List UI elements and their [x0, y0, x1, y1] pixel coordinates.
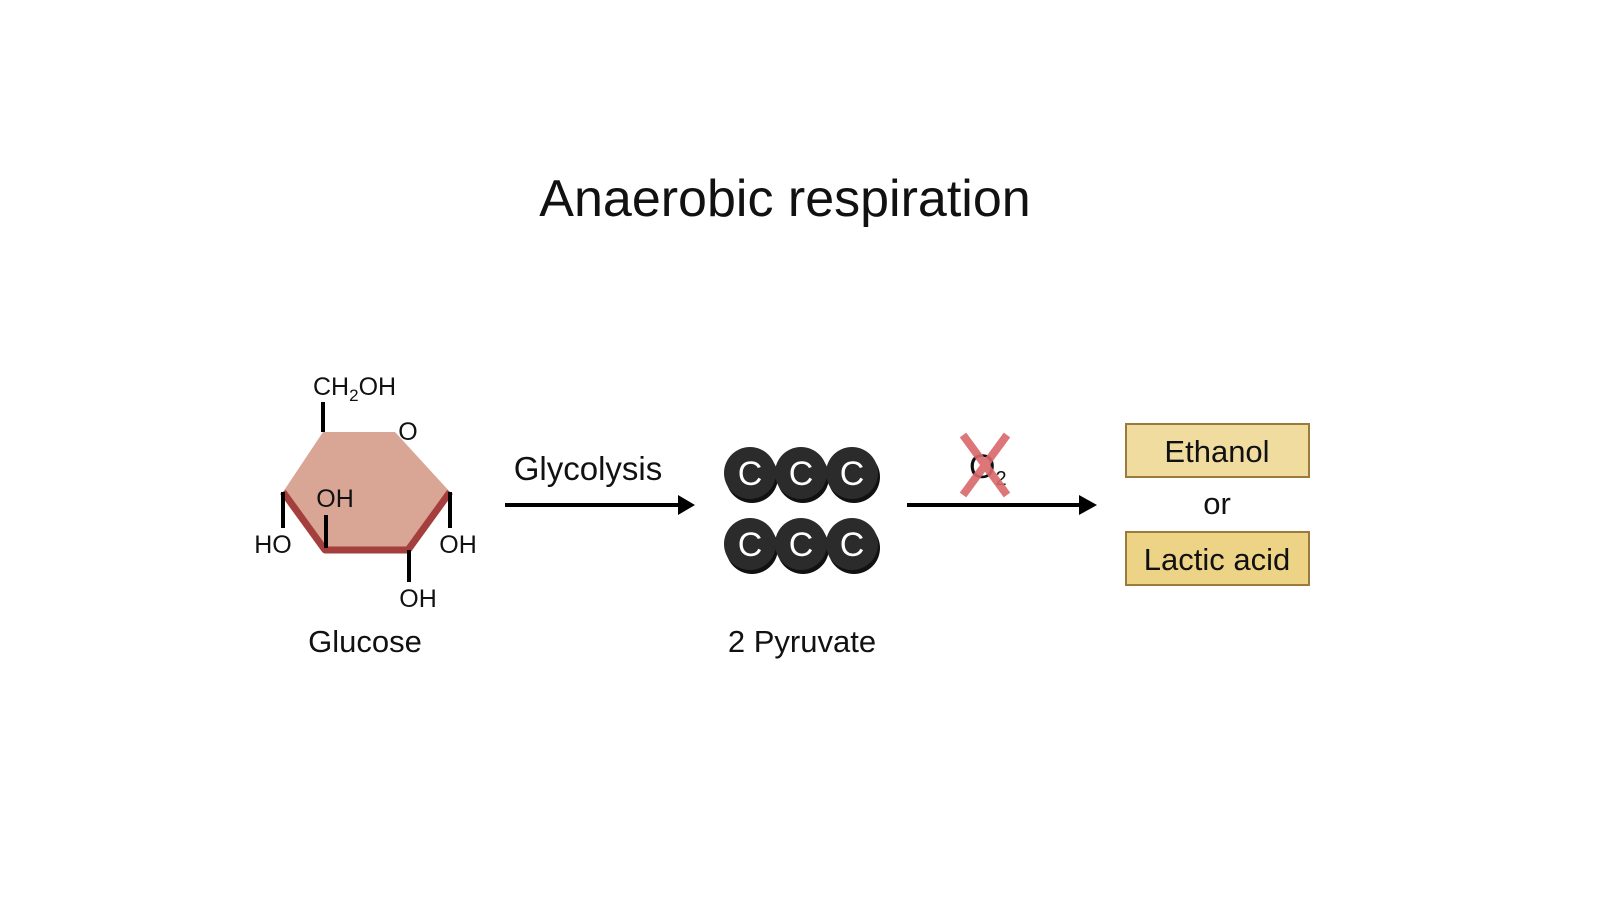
ring-oxygen-label: O — [398, 418, 417, 446]
carbon-atom: C — [826, 447, 880, 503]
or-label: or — [1203, 486, 1231, 521]
carbon-atom: C — [775, 447, 829, 503]
ch2oh-label: CH2OH — [313, 373, 396, 405]
oh-right-label: OH — [439, 531, 477, 559]
lactic-acid-box — [1125, 531, 1310, 586]
carbon-atom: C — [724, 518, 778, 574]
ethanol-label: Ethanol — [1164, 434, 1269, 469]
cross-out-icon — [959, 432, 1011, 498]
carbon-atom-label: C — [840, 455, 865, 493]
diagram-title: Anaerobic respiration — [539, 170, 1030, 228]
oh-bottom-label: OH — [399, 585, 437, 613]
glucose-label: Glucose — [308, 624, 422, 659]
ho-left-label: HO — [254, 531, 292, 559]
pyruvate-label: 2 Pyruvate — [728, 624, 876, 659]
carbon-atom-label: C — [738, 526, 763, 564]
glycolysis-label: Glycolysis — [514, 450, 663, 487]
carbon-atom: C — [775, 518, 829, 574]
carbon-atom-label: C — [789, 455, 814, 493]
carbon-atom-label: C — [789, 526, 814, 564]
carbon-atom: C — [724, 447, 778, 503]
fermentation-arrowhead — [1079, 495, 1097, 515]
carbon-atom-label: C — [840, 526, 865, 564]
oh-top-label: OH — [316, 485, 354, 513]
carbon-atom: C — [826, 518, 880, 574]
glucose-ring-front-edge — [280, 489, 453, 554]
glucose-molecule: CH2OH O OH HO OH OH Glucose — [254, 373, 477, 659]
carbon-atom-label: C — [738, 455, 763, 493]
ethanol-box — [1125, 423, 1310, 478]
glycolysis-arrowhead — [678, 495, 695, 515]
lactic-acid-label: Lactic acid — [1144, 542, 1290, 577]
